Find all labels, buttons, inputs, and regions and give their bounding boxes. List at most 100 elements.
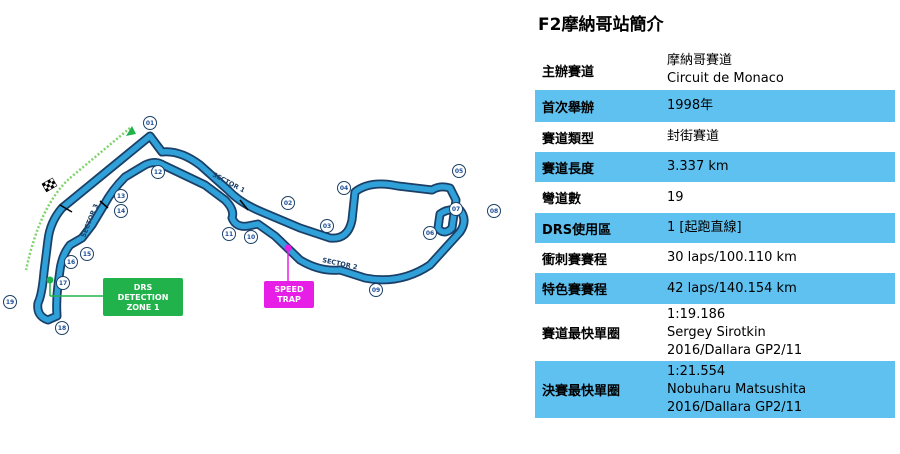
corner-number: 14 (117, 208, 125, 215)
corner-marker (114, 204, 128, 218)
corner-number: 12 (154, 169, 162, 176)
corner-number: 04 (340, 185, 348, 192)
info-row-label: 賽道類型 (535, 122, 654, 152)
sector-divider (59, 204, 73, 213)
sector-divider (99, 200, 109, 209)
corner-marker (143, 116, 157, 130)
corner-number: 09 (372, 287, 380, 294)
corner-marker (320, 219, 334, 233)
circuit-map-svg: SECTOR 1 SECTOR 2 SECTOR 3 DRS DETECTION… (3, 116, 501, 335)
info-row: 特色賽賽程 42 laps/140.154 km (535, 273, 895, 304)
info-row-value-line: 2016/Dallara GP2/11 (667, 342, 803, 358)
info-row-label: 首次舉辦 (535, 90, 654, 122)
corner-marker (337, 181, 351, 195)
circuit-map: SECTOR 1 SECTOR 2 SECTOR 3 DRS DETECTION… (3, 116, 501, 335)
info-row-label: 衝刺賽賽程 (535, 243, 654, 273)
corner-number: 13 (117, 193, 125, 200)
corner-number: 03 (323, 223, 331, 230)
track (34, 133, 467, 323)
info-row-value-line: 3.337 km (667, 159, 729, 174)
drs-detection-label: DRS (134, 283, 153, 292)
checkered-flag-icon (41, 177, 58, 193)
info-row-label: 特色賽賽程 (535, 273, 654, 304)
info-panel: F2摩納哥站簡介 主辦賽道摩納哥賽道 Circuit de Monaco 首次舉辦 1… (530, 0, 900, 450)
drs-zone-line (24, 127, 131, 271)
corner-number: 10 (247, 234, 255, 241)
corner-marker (55, 321, 69, 335)
sector-divider (239, 199, 249, 211)
info-row-value: 封街賽道 (654, 122, 895, 152)
info-row: 賽道長度 3.337 km (535, 152, 895, 182)
info-row-value-line: 1998年 (667, 98, 714, 113)
info-row-value: 1 [起跑直線] (654, 213, 895, 243)
info-row: 彎道數 19 (535, 182, 895, 213)
info-row-value-line: Sergey Sirotkin (667, 324, 766, 340)
info-row-value-line: 1:21.554 (667, 363, 726, 379)
corner-number: 16 (67, 259, 75, 266)
corner-marker (449, 202, 463, 216)
info-row-value-line: Nobuharu Matsushita (667, 381, 807, 397)
corner-number: 11 (225, 231, 233, 238)
corner-number: 07 (452, 206, 460, 213)
corner-marker (369, 283, 383, 297)
corner-number: 19 (6, 299, 14, 306)
corner-number: 18 (58, 325, 66, 332)
corner-marker (244, 230, 258, 244)
speed-trap-label: TRAP (277, 295, 301, 304)
corner-marker (3, 295, 17, 309)
corner-number: 08 (490, 208, 498, 215)
corner-marker (222, 227, 236, 241)
info-row-value: 30 laps/100.110 km (654, 243, 895, 273)
info-row-value-line: 19 (667, 189, 684, 205)
corner-marker (56, 276, 70, 290)
info-row: 賽道類型封街賽道 (535, 122, 895, 152)
info-row-label: 賽道最快單圈 (535, 304, 654, 361)
drs-detection-box (103, 278, 183, 316)
info-row-value: 19 (654, 182, 895, 213)
speed-trap-box (264, 281, 314, 308)
info-row-value-line: 摩納哥賽道 (667, 53, 733, 68)
info-row-label: 決賽最快單圈 (535, 361, 654, 418)
corner-marker (452, 164, 466, 178)
drs-detection-label: DETECTION (118, 293, 169, 302)
info-row-value: 42 laps/140.154 km (654, 273, 895, 304)
info-row-value-line: Circuit de Monaco (667, 71, 784, 86)
info-row-value-line: 1:19.186 (667, 306, 726, 322)
corner-marker (281, 196, 295, 210)
info-row-value: 摩納哥賽道 Circuit de Monaco (654, 50, 895, 90)
info-row-value: 3.337 km (654, 152, 895, 182)
info-row-value-line: 1 [起跑直線] (667, 220, 742, 235)
info-row-value-line: 42 laps/140.154 km (667, 280, 797, 296)
info-row-label: 賽道長度 (535, 152, 654, 182)
info-row-label: DRS使用區 (535, 213, 654, 243)
speed-trap-label: SPEED (274, 285, 304, 294)
info-row-value-line: 30 laps/100.110 km (667, 250, 797, 265)
corner-number: 01 (146, 120, 154, 127)
info-row: DRS使用區 1 [起跑直線] (535, 213, 895, 243)
info-row-label: 彎道數 (535, 182, 654, 213)
corner-marker (487, 204, 501, 218)
info-row-value: 1998年 (654, 90, 895, 122)
corner-number: 02 (284, 200, 292, 207)
info-row: 主辦賽道摩納哥賽道 Circuit de Monaco (535, 50, 895, 90)
corner-number: 06 (426, 230, 434, 237)
panel-title: F2摩納哥站簡介 (538, 15, 664, 35)
corner-number: 15 (83, 251, 91, 258)
corner-marker (80, 247, 94, 261)
corner-marker (151, 165, 165, 179)
corner-marker (423, 226, 437, 240)
corner-marker (114, 189, 128, 203)
info-row-value-line: 2016/Dallara GP2/11 (667, 399, 803, 415)
corner-number: 17 (59, 280, 67, 287)
info-row: 首次舉辦 1998年 (535, 90, 895, 122)
info-row-label: 主辦賽道 (535, 50, 654, 90)
direction-arrow-icon (126, 126, 136, 136)
info-row-value-line: 封街賽道 (667, 129, 720, 144)
corner-marker (64, 255, 78, 269)
